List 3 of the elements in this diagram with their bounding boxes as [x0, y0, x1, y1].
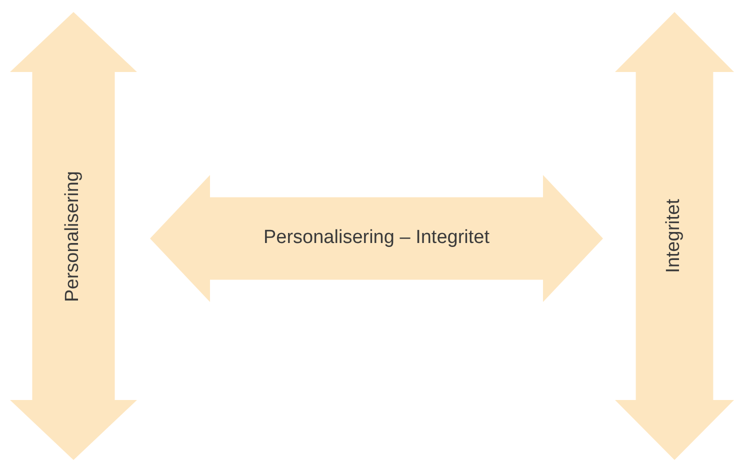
- arrow-label: Integritet: [662, 199, 686, 273]
- arrow-label: Personalisering: [61, 170, 84, 302]
- arrow-label: Personalisering – Integritet: [263, 226, 490, 250]
